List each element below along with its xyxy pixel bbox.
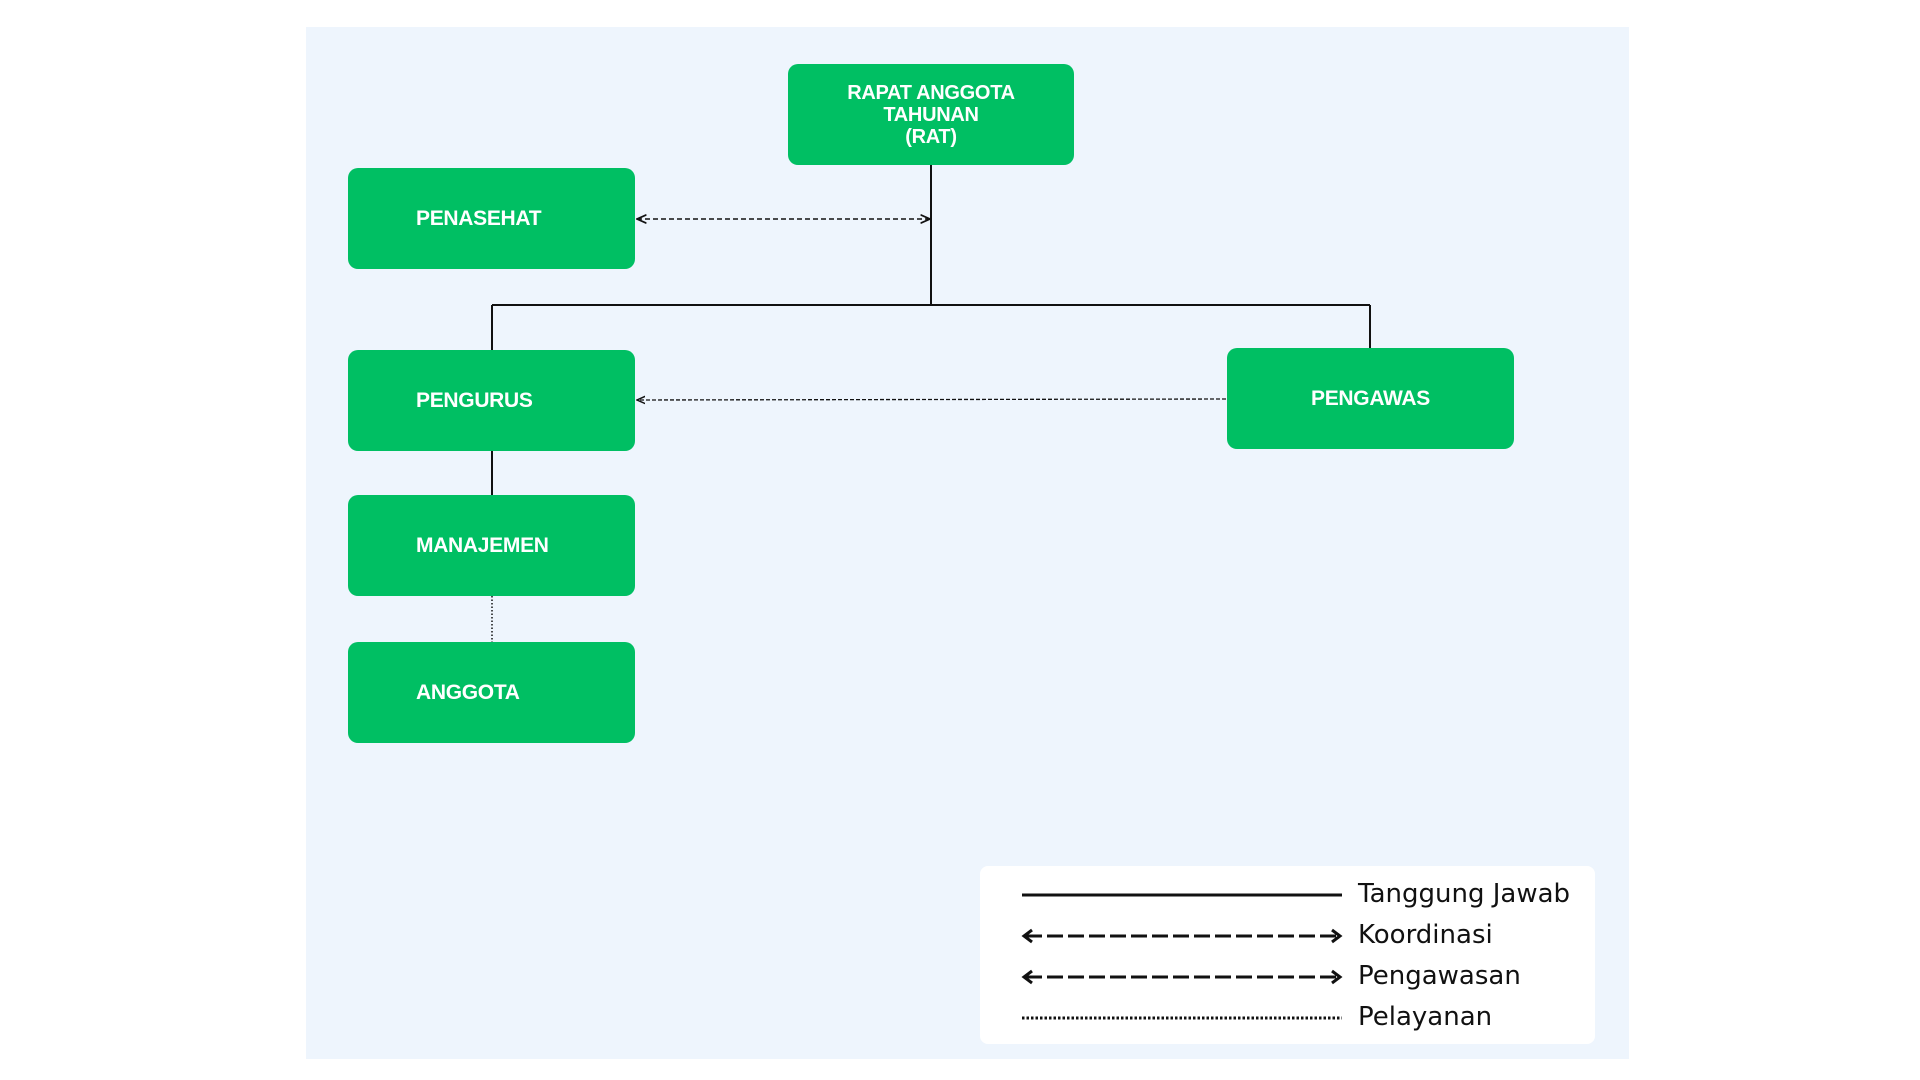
legend-item-tanggung-jawab: Tanggung Jawab — [980, 877, 1595, 913]
node-penasehat-label: PENASEHAT — [416, 206, 542, 230]
legend-item-pengawasan: Pengawasan — [980, 959, 1595, 995]
node-rat: RAPAT ANGGOTA TAHUNAN (RAT) — [788, 64, 1074, 165]
node-rat-label: RAPAT ANGGOTA TAHUNAN (RAT) — [847, 81, 1015, 148]
node-penasehat: PENASEHAT — [348, 168, 635, 269]
solid-line-sample — [1022, 893, 1342, 897]
node-anggota-label: ANGGOTA — [416, 680, 520, 704]
node-manajemen-label: MANAJEMEN — [416, 533, 549, 557]
dashed-double-arrow-sample — [1021, 928, 1343, 944]
legend-item-pelayanan: Pelayanan — [980, 1000, 1595, 1036]
dashed-double-arrow-sample — [1021, 969, 1343, 985]
node-anggota: ANGGOTA — [348, 642, 635, 743]
node-pengurus-label: PENGURUS — [416, 388, 533, 412]
node-pengawas: PENGAWAS — [1227, 348, 1514, 449]
legend-label-pengawasan: Pengawasan — [1358, 961, 1521, 991]
legend: Tanggung Jawab Koordinasi Pengawasan Pel… — [980, 866, 1595, 1044]
node-manajemen: MANAJEMEN — [348, 495, 635, 596]
dotted-line-sample — [1022, 1016, 1342, 1020]
legend-label-pelayanan: Pelayanan — [1358, 1002, 1493, 1032]
legend-item-koordinasi: Koordinasi — [980, 918, 1595, 954]
node-pengawas-label: PENGAWAS — [1311, 386, 1430, 410]
legend-label-tanggung-jawab: Tanggung Jawab — [1358, 879, 1571, 909]
legend-label-koordinasi: Koordinasi — [1358, 920, 1493, 950]
node-pengurus: PENGURUS — [348, 350, 635, 451]
